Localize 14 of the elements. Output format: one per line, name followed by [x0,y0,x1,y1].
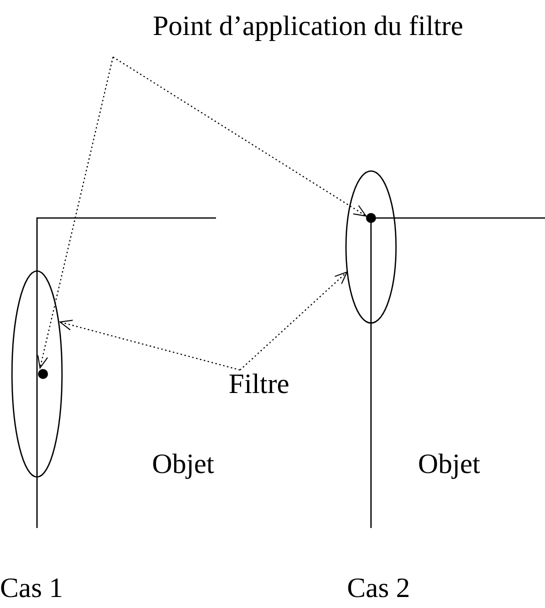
application-point-dot [366,213,376,223]
callout-text: Point d’application du filtre [90,12,526,56]
callout-text: Filtre [214,370,304,410]
object-label: Objet [152,450,214,481]
object-label: Objet [418,450,480,481]
leader-arrow [112,56,366,216]
leader-arrow [240,272,348,370]
case-label: Cas 2 [347,574,410,605]
leader-arrow [60,320,240,371]
filter-ellipse [11,270,63,478]
application-point-dot [38,369,48,379]
case-label: Cas 1 [0,574,63,605]
leader-arrow [37,56,114,368]
filter-ellipse [345,170,397,324]
